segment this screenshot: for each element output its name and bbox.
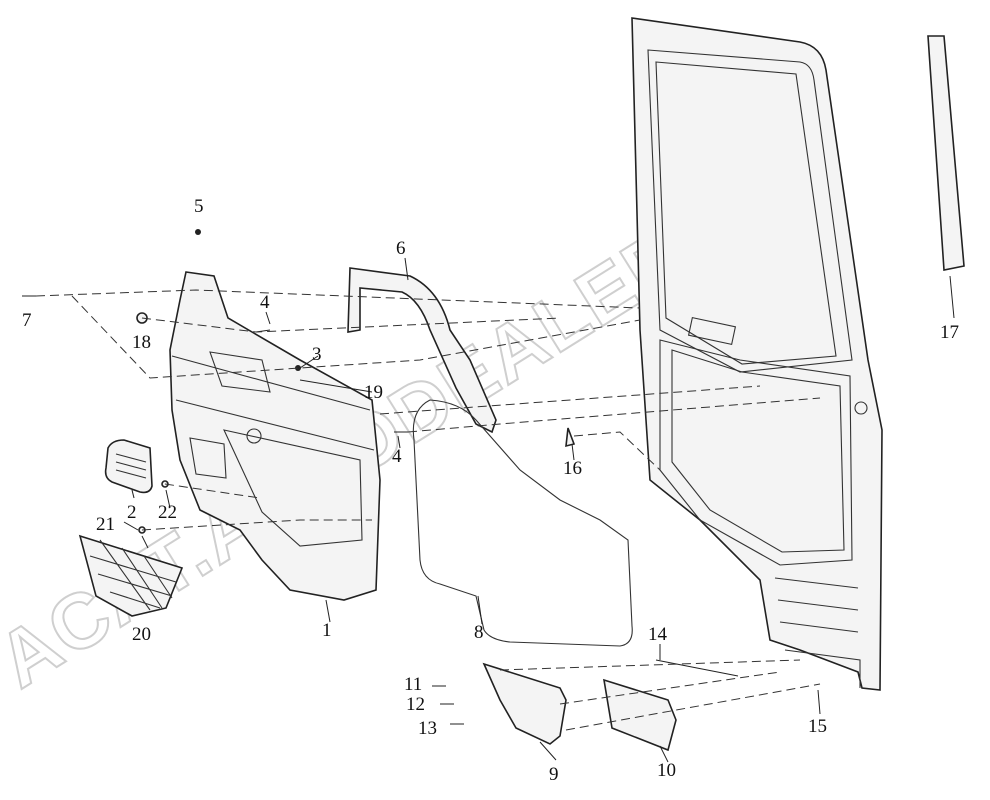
part-6-grab-handle — [347, 267, 497, 434]
callout-labels: 1 2 3 4 4 5 6 7 8 9 10 11 12 13 14 15 16… — [22, 196, 959, 785]
part-8-seal — [412, 399, 633, 647]
callout-16: 16 — [563, 458, 582, 479]
callout-1: 1 — [322, 620, 332, 641]
part-2-speaker-grille — [104, 439, 153, 494]
callout-20: 20 — [132, 624, 151, 645]
callout-12: 12 — [406, 694, 425, 715]
part-14-rod — [655, 659, 739, 677]
callout-5: 5 — [194, 196, 204, 217]
callout-14: 14 — [648, 624, 668, 645]
callout-2: 2 — [127, 502, 137, 523]
door-frame — [631, 17, 883, 691]
part-9-bracket — [482, 662, 567, 745]
callout-22: 22 — [158, 502, 177, 523]
callout-4-top: 4 — [260, 292, 270, 313]
callout-7: 7 — [22, 310, 32, 331]
callout-13: 13 — [418, 718, 437, 739]
part-20-mesh-pocket — [78, 534, 184, 617]
part-17-window-strip — [927, 35, 965, 271]
callout-21: 21 — [96, 514, 115, 535]
callout-17: 17 — [940, 322, 959, 343]
callout-4-bottom: 4 — [392, 446, 402, 467]
callout-10: 10 — [657, 760, 676, 781]
callout-9: 9 — [549, 764, 559, 785]
part-10-bracket — [602, 678, 677, 752]
callout-6: 6 — [396, 238, 406, 259]
callout-19: 19 — [364, 382, 383, 403]
callout-8: 8 — [474, 622, 484, 643]
callout-3: 3 — [312, 344, 322, 365]
assembly-lines — [35, 289, 821, 731]
part-1-door-trim-panel — [169, 271, 381, 601]
callout-15: 15 — [808, 716, 827, 737]
callout-11: 11 — [404, 674, 422, 695]
leader-lines — [123, 257, 955, 763]
fasteners — [22, 229, 576, 725]
callout-18: 18 — [132, 332, 151, 353]
